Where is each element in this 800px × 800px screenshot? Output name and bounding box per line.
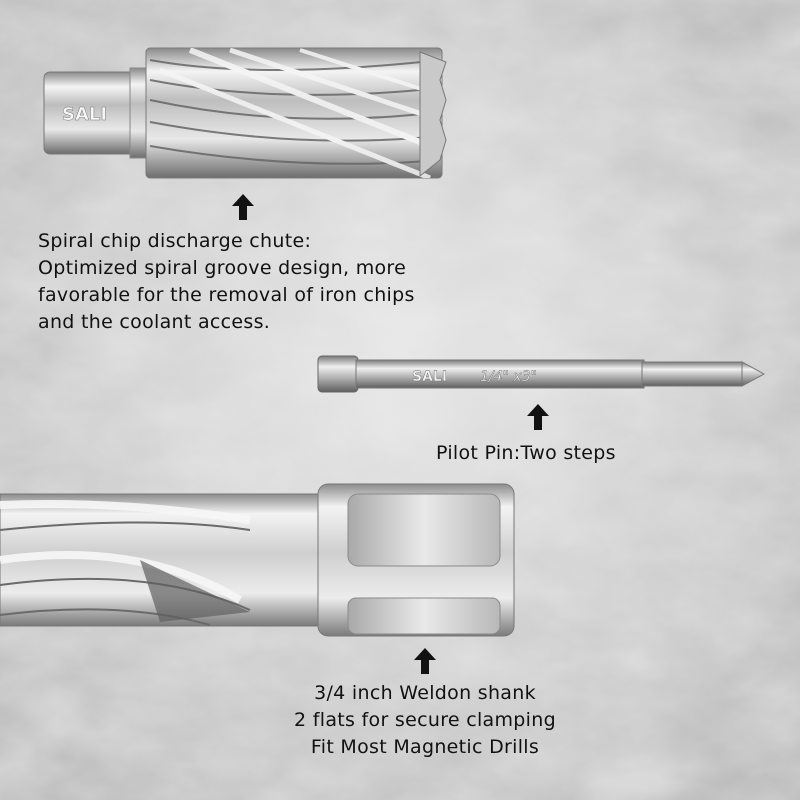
pilot-size-marking: 1/4" x3": [480, 369, 537, 385]
shank-callout-line: 2 flats for secure clamping: [294, 709, 556, 731]
pilot-callout-text: Pilot Pin:Two steps: [436, 442, 616, 464]
shank-callout-line: 3/4 inch Weldon shank: [314, 682, 536, 704]
up-arrow-icon: [527, 404, 549, 430]
spiral-callout-title: Spiral chip discharge chute:: [38, 230, 312, 252]
spiral-callout-line: and the coolant access.: [38, 311, 271, 333]
spiral-callout-line: favorable for the removal of iron chips: [38, 284, 415, 306]
shank-callout: 3/4 inch Weldon shank 2 flats for secure…: [250, 680, 600, 761]
pilot-callout: Pilot Pin:Two steps: [436, 440, 736, 467]
cutter-brand-logo: SALI: [62, 104, 107, 125]
up-arrow-icon: [232, 194, 254, 220]
spiral-callout-line: Optimized spiral groove design, more: [38, 257, 407, 279]
shank-callout-line: Fit Most Magnetic Drills: [310, 736, 540, 758]
pilot-brand-logo: SALI: [412, 369, 447, 385]
up-arrow-icon: [414, 648, 436, 674]
spiral-callout: Spiral chip discharge chute: Optimized s…: [38, 228, 478, 336]
